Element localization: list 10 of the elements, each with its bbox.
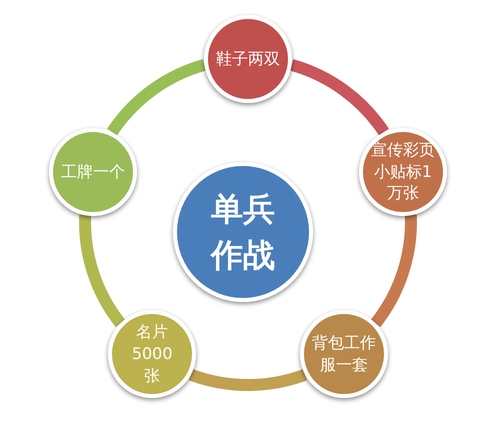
- ring-segment: [107, 59, 206, 136]
- ring-segment: [79, 214, 126, 327]
- center-label: 单兵作战: [209, 188, 276, 276]
- node-label: 背包工作服一套: [311, 332, 377, 376]
- ring-segment: [290, 59, 389, 136]
- node-label: 名片5000张: [130, 321, 174, 386]
- ring-segment: [189, 368, 307, 391]
- ring-segment: [370, 214, 417, 327]
- node-label: 工牌一个: [60, 160, 126, 182]
- node-label: 鞋子两双: [215, 48, 281, 70]
